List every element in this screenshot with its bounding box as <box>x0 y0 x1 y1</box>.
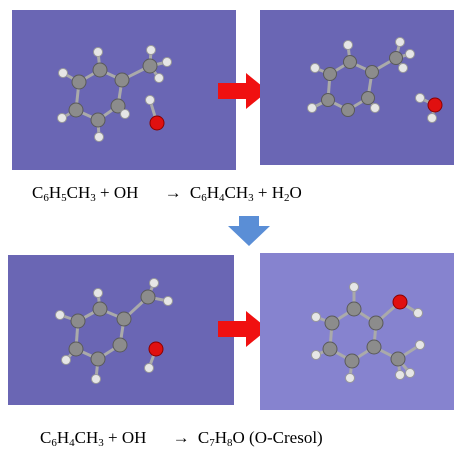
red-arrow-right-2 <box>218 311 270 352</box>
molecule-radical-oh <box>8 255 234 405</box>
carbon-atoms <box>68 58 158 128</box>
molecule-toluene-oh <box>12 10 236 170</box>
equation-2-left-token: C <box>40 428 52 447</box>
carbon-atoms <box>68 289 156 367</box>
equation-2-right: C7H8O (O-Cresol) <box>197 428 323 449</box>
equation-1-right-token: CH <box>224 183 249 202</box>
equation-1-left-token: C <box>32 183 44 202</box>
hydrogen-atoms <box>311 282 425 383</box>
equation-2-right-token: 7 <box>209 437 215 449</box>
carbon-atoms <box>321 51 403 117</box>
equation-1-right-token: O <box>289 183 302 202</box>
equation-1-left-token: 3 <box>90 192 96 204</box>
equation-1: C6H5CH3 + OH → C6H4CH3 + H2O <box>32 183 302 204</box>
equation-2-left-token: 4 <box>69 437 75 449</box>
oxygen-atom <box>392 294 408 310</box>
equation-1-right-token: 3 <box>248 192 254 204</box>
equation-2-left-token: 3 <box>98 437 104 449</box>
equation-1-right-token: H <box>206 183 220 202</box>
molecule-o-cresol <box>260 253 454 410</box>
equation-1-right: C6H4CH3 + H2O <box>189 183 302 204</box>
equation-2-arrow: → <box>172 428 190 447</box>
equation-2-left-token: + OH <box>103 428 147 447</box>
equation-2-right-token: O (O-Cresol) <box>232 428 323 447</box>
equation-1-right-token: + H <box>253 183 285 202</box>
equation-1-right-token: C <box>189 183 202 202</box>
hydrogen-atoms <box>57 45 172 142</box>
equation-2-right-token: C <box>197 428 210 447</box>
panel-radical-water <box>260 10 454 165</box>
equation-2-left: C6H4CH3 + OH <box>40 428 147 449</box>
equation-1-left-token: CH <box>66 183 91 202</box>
oxygen-atom <box>149 115 165 131</box>
equation-2-left-token: CH <box>74 428 99 447</box>
equation-1-right-token: 4 <box>219 192 225 204</box>
equation-2-left-token: 6 <box>51 437 57 449</box>
equation-1-arrow: → <box>164 183 182 202</box>
equation-1-right-token: 6 <box>201 192 207 204</box>
panel-radical-oh <box>8 255 234 405</box>
equation-1-right-token: 2 <box>284 192 290 204</box>
equation-2-right-token: H <box>214 428 228 447</box>
hydrogen-atoms <box>55 278 173 384</box>
panel-o-cresol <box>260 253 454 410</box>
equation-1-left-token: H <box>48 183 62 202</box>
equation-2-left-token: H <box>56 428 70 447</box>
equation-1-left: C6H5CH3 + OH <box>32 183 139 204</box>
blue-arrow-down <box>228 216 270 251</box>
panel-toluene-oh <box>12 10 236 170</box>
red-arrow-right-1 <box>218 73 270 114</box>
equation-1-left-token: 6 <box>43 192 49 204</box>
oxygen-atom <box>148 341 164 357</box>
oxygen-atom <box>427 97 443 113</box>
equation-1-left-token: + OH <box>95 183 139 202</box>
equation-1-left-token: 5 <box>61 192 67 204</box>
equation-2-right-token: 8 <box>227 437 233 449</box>
carbon-atoms <box>322 301 406 369</box>
molecule-radical-water <box>260 10 454 165</box>
equation-2: C6H4CH3 + OH → C7H8O (O-Cresol) <box>40 428 323 449</box>
hydrogen-atoms <box>307 37 437 123</box>
